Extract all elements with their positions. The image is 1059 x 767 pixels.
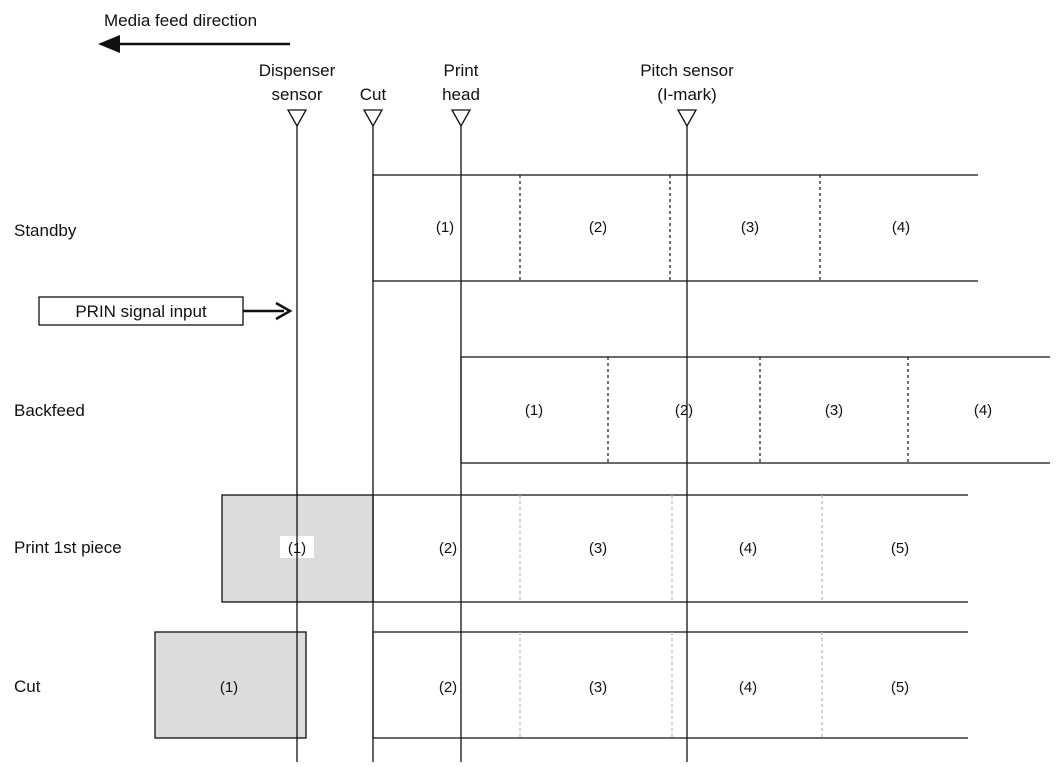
row-label-standby: Standby [14,221,77,240]
pitch-sensor-label-line1: Pitch sensor [640,61,734,80]
standby-media-strip [372,174,978,282]
cut-piece-4: (4) [739,679,757,696]
standby-piece-4: (4) [892,219,910,236]
print-first-piece-5: (5) [891,540,909,557]
dispenser-sensor-label-line2: sensor [271,85,322,104]
cut-piece-5: (5) [891,679,909,696]
cut-issued-label [154,631,307,739]
print-head-label-line2: head [442,85,480,104]
dispenser-sensor-marker-icon [286,109,308,128]
print-head-label-line1: Print [444,61,479,80]
pitch-sensor-marker-icon [676,109,698,128]
print-head-marker-icon [450,109,472,128]
pitch-sensor-label-line2: (I-mark) [657,85,716,104]
cut-piece-2: (2) [439,679,457,696]
print-first-piece-2: (2) [439,540,457,557]
prin-signal-label: PRIN signal input [75,302,207,321]
backfeed-piece-1: (1) [525,402,543,419]
cut-media-strip [372,631,968,739]
print-first-piece-3: (3) [589,540,607,557]
cut-position-label: Cut [360,85,387,104]
dispenser-sensor-label-line1: Dispenser [259,61,336,80]
feed-direction-arrow [98,35,290,53]
standby-piece-3: (3) [741,219,759,236]
row-label-print-first-piece: Print 1st piece [14,538,122,557]
backfeed-piece-2: (2) [675,402,693,419]
standby-piece-1: (1) [436,219,454,236]
backfeed-piece-4: (4) [974,402,992,419]
print-first-piece-4: (4) [739,540,757,557]
row-label-backfeed: Backfeed [14,401,85,420]
cut-marker-icon [362,109,384,128]
cut-piece-3: (3) [589,679,607,696]
standby-piece-2: (2) [589,219,607,236]
backfeed-media-strip [460,356,1050,464]
backfeed-piece-3: (3) [825,402,843,419]
cut-piece-1: (1) [220,679,238,696]
print-first-piece-media-strip [373,494,968,603]
prin-signal-box [38,296,244,326]
feed-direction-label: Media feed direction [104,11,257,30]
prin-signal-arrow [243,301,293,321]
row-label-cut: Cut [14,677,41,696]
